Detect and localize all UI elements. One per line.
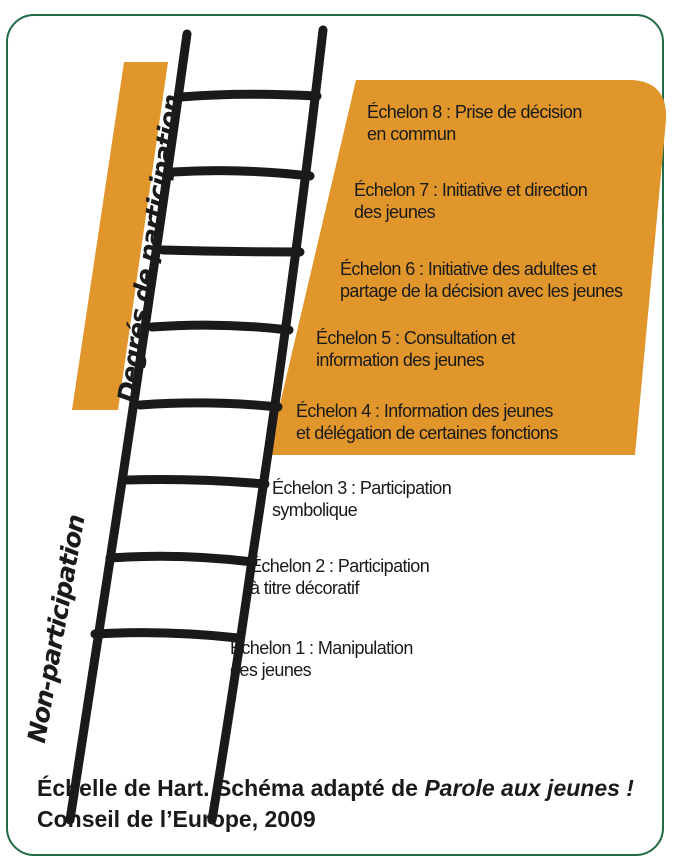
ladder-rung-3	[121, 475, 270, 489]
rung-4-text: Échelon 4 : Information des jeunes et dé…	[296, 400, 558, 444]
rung-3-line-1: Échelon 3 : Participation	[272, 478, 452, 498]
ladder-rung-7	[168, 166, 315, 181]
rung-6-line-2: partage de la décision avec les jeunes	[340, 281, 623, 301]
participation-label-strip	[72, 62, 168, 410]
rung-5-text: Échelon 5 : Consultation et information …	[316, 327, 516, 371]
rung-6-text: Échelon 6 : Initiative des adultes et pa…	[340, 258, 623, 302]
rung-8-line-1: Échelon 8 : Prise de décision	[367, 102, 582, 122]
rung-7-line-2: des jeunes	[354, 202, 436, 222]
rung-2-line-1: Échelon 2 : Participation	[250, 556, 430, 576]
caption-part-2: Conseil de l’Europe, 2009	[37, 806, 316, 832]
figure-caption: Échelle de Hart. Schéma adapté de Parole…	[37, 773, 647, 835]
rung-7-line-1: Échelon 7 : Initiative et direction	[354, 180, 588, 200]
rung-4-line-2: et délégation de certaines fonctions	[296, 423, 558, 443]
ladder-rung-4	[135, 398, 283, 412]
caption-title-italic: Parole aux jeunes !	[424, 775, 634, 801]
ladder-rung-5	[147, 320, 294, 335]
rung-5-line-2: information des jeunes	[316, 350, 485, 370]
ladder-rung-2	[105, 551, 258, 567]
rung-4-line-1: Échelon 4 : Information des jeunes	[296, 401, 553, 421]
rung-1-line-2: des jeunes	[230, 660, 312, 680]
rung-2-line-2: à titre décoratif	[250, 578, 359, 598]
diagram-frame	[6, 14, 664, 856]
ladder-rung-8	[176, 89, 322, 102]
rung-2-text: Échelon 2 : Participation à titre décora…	[250, 555, 430, 599]
rung-8-text: Échelon 8 : Prise de décision en commun	[367, 101, 582, 145]
rung-7-text: Échelon 7 : Initiative et direction des …	[354, 179, 588, 223]
caption-part-1: Échelle de Hart. Schéma adapté de	[37, 775, 425, 801]
rung-6-line-1: Échelon 6 : Initiative des adultes et	[340, 259, 597, 279]
rung-1-text: Échelon 1 : Manipulation des jeunes	[230, 637, 413, 681]
ladder-rung-1	[90, 628, 243, 643]
rung-3-text: Échelon 3 : Participation symbolique	[272, 477, 452, 521]
rung-8-line-2: en commun	[367, 124, 456, 144]
rung-1-line-1: Échelon 1 : Manipulation	[230, 638, 413, 658]
participation-band	[268, 80, 667, 455]
ladder-rung-6	[158, 245, 305, 257]
rung-5-line-1: Échelon 5 : Consultation et	[316, 328, 516, 348]
ladder-left-rail	[65, 29, 192, 825]
rung-3-line-2: symbolique	[272, 500, 358, 520]
